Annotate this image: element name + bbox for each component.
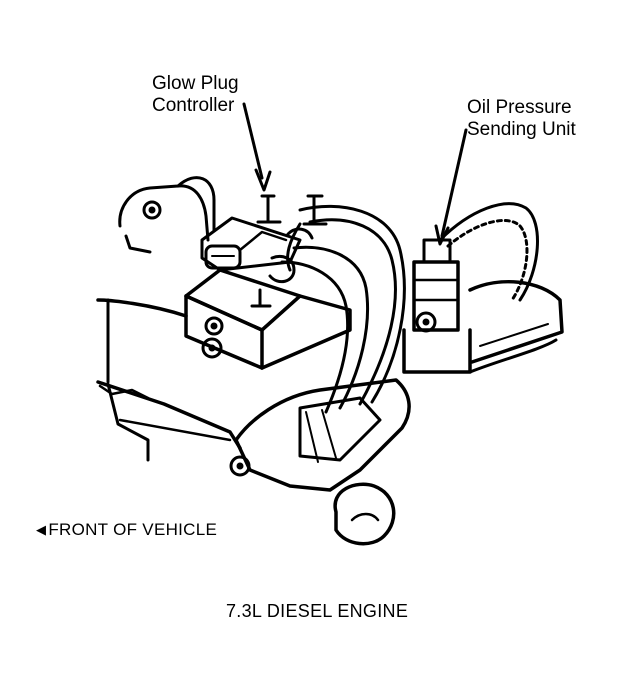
left-arrow-icon: ◀ bbox=[36, 522, 47, 537]
controller-post-1 bbox=[256, 194, 282, 224]
front-of-vehicle-text: FRONT OF VEHICLE bbox=[48, 520, 218, 539]
block-bolt-1 bbox=[204, 316, 224, 336]
glow-plug-label-line1: Glow Plug bbox=[152, 73, 239, 94]
timing-cover bbox=[234, 378, 411, 492]
housing-flange bbox=[176, 176, 216, 232]
block-bolt-3 bbox=[229, 455, 251, 477]
oil-label-line2: Sending Unit bbox=[467, 119, 576, 140]
controller-side bbox=[260, 294, 352, 370]
oil-label-line1: Oil Pressure bbox=[467, 97, 572, 118]
intake-housing bbox=[118, 184, 210, 242]
oil-sender-fitting bbox=[422, 238, 452, 264]
glow-plug-controller-label: Glow Plug Controller bbox=[152, 73, 239, 117]
glow-plug-label-line2: Controller bbox=[152, 95, 235, 116]
figure-caption: 7.3L DIESEL ENGINE bbox=[226, 601, 409, 621]
oil-pressure-sending-unit-label: Oil Pressure Sending Unit bbox=[467, 97, 576, 141]
wire-harness-2 bbox=[308, 218, 397, 406]
controller-body bbox=[184, 294, 264, 370]
oil-leader bbox=[440, 128, 468, 238]
controller-post-3 bbox=[250, 288, 272, 308]
controller-post-2 bbox=[302, 194, 328, 226]
manifold-right bbox=[468, 280, 564, 364]
controller-top bbox=[184, 268, 302, 332]
block-bolt-2 bbox=[201, 337, 223, 359]
wire-harness-3 bbox=[292, 245, 370, 410]
sender-wire bbox=[438, 202, 539, 302]
glow-plug-leader bbox=[242, 102, 264, 180]
glow-plug-leader-arrow bbox=[254, 168, 272, 192]
wire-harness-4 bbox=[280, 260, 350, 414]
housing-bolt bbox=[142, 200, 162, 220]
wire-harness-1 bbox=[298, 204, 406, 404]
block-bolt-4 bbox=[415, 311, 437, 333]
intake-housing-inner bbox=[124, 234, 152, 254]
front-of-vehicle-label: ◀FRONT OF VEHICLE bbox=[36, 519, 217, 541]
oil-sender-base bbox=[402, 328, 472, 374]
front-pulley bbox=[333, 482, 396, 546]
